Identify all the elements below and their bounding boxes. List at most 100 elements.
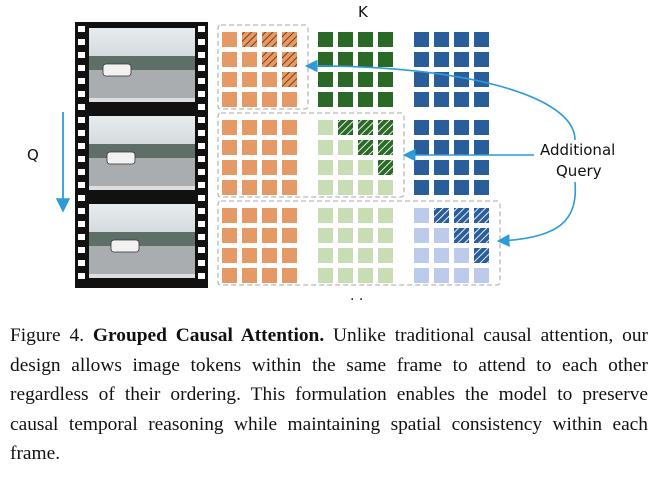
token-cell <box>474 32 489 47</box>
film-sprocket-hole <box>78 247 85 253</box>
film-sprocket-hole <box>198 156 205 162</box>
frame-dash-line <box>89 274 195 278</box>
token-cell <box>242 208 257 223</box>
token-cell <box>434 208 449 223</box>
token-cell <box>262 140 277 155</box>
token-cell <box>262 208 277 223</box>
token-cell <box>242 32 257 47</box>
token-cell <box>454 228 469 243</box>
token-cell <box>282 72 297 87</box>
token-cell <box>318 32 333 47</box>
token-cell <box>378 268 393 283</box>
caption-title: Grouped Causal Attention. <box>92 325 325 346</box>
token-cell <box>434 92 449 107</box>
film-sprocket-hole <box>78 273 85 279</box>
token-cell <box>454 208 469 223</box>
token-cell <box>262 92 277 107</box>
token-cell <box>338 92 353 107</box>
token-cell <box>338 140 353 155</box>
token-cell <box>434 248 449 263</box>
token-cell <box>242 248 257 263</box>
film-sprocket-hole <box>78 52 85 58</box>
token-cell <box>282 228 297 243</box>
token-cell <box>474 92 489 107</box>
token-cell <box>262 52 277 67</box>
token-cell <box>414 120 429 135</box>
token-cell <box>222 248 237 263</box>
continuation-dots: . . <box>350 288 363 300</box>
token-cell <box>378 52 393 67</box>
film-sprocket-hole <box>198 208 205 214</box>
token-cell <box>474 120 489 135</box>
token-cell <box>242 140 257 155</box>
token-cell <box>434 268 449 283</box>
token-cell <box>454 120 469 135</box>
token-cell <box>378 32 393 47</box>
token-cell <box>474 268 489 283</box>
token-cell <box>358 228 373 243</box>
token-cell <box>222 228 237 243</box>
token-cell <box>474 228 489 243</box>
additional-query-arrow-bottom <box>496 181 577 247</box>
frame-track <box>89 158 195 190</box>
film-sprocket-hole <box>78 169 85 175</box>
token-cell <box>378 160 393 175</box>
token-cell <box>318 208 333 223</box>
token-cell <box>454 180 469 195</box>
film-sprocket-hole <box>198 169 205 175</box>
token-cell <box>474 140 489 155</box>
token-cell <box>414 72 429 87</box>
token-cell <box>282 248 297 263</box>
film-sprocket-hole <box>78 182 85 188</box>
film-strip <box>75 22 208 288</box>
token-cell <box>358 268 373 283</box>
token-cell <box>318 140 333 155</box>
token-cell <box>338 208 353 223</box>
token-cell <box>338 268 353 283</box>
frame-car <box>106 151 136 165</box>
token-cell <box>282 52 297 67</box>
token-cell <box>222 140 237 155</box>
film-sprocket-hole <box>78 104 85 110</box>
token-cell <box>474 180 489 195</box>
film-sprocket-hole <box>78 260 85 266</box>
token-cell <box>242 160 257 175</box>
video-frame-3 <box>89 204 195 278</box>
token-cell <box>242 120 257 135</box>
token-cell <box>378 208 393 223</box>
token-cell <box>242 180 257 195</box>
token-cell <box>222 72 237 87</box>
token-cell <box>414 208 429 223</box>
token-cell <box>338 72 353 87</box>
token-cell <box>222 92 237 107</box>
token-cell <box>338 160 353 175</box>
token-cell <box>318 52 333 67</box>
token-cell <box>262 248 277 263</box>
token-cell <box>318 248 333 263</box>
token-cell <box>262 32 277 47</box>
token-cell <box>318 160 333 175</box>
film-sprocket-hole <box>198 182 205 188</box>
film-sprocket-hole <box>198 143 205 149</box>
token-cell <box>282 268 297 283</box>
token-cell <box>474 52 489 67</box>
causal-mask-region-2 <box>217 112 405 198</box>
token-cell <box>414 228 429 243</box>
token-cell <box>358 140 373 155</box>
film-sprocket-hole <box>198 39 205 45</box>
film-sprocket-hole <box>78 39 85 45</box>
token-cell <box>414 32 429 47</box>
token-cell <box>414 52 429 67</box>
token-cell <box>434 180 449 195</box>
token-cell <box>474 248 489 263</box>
token-cell <box>378 180 393 195</box>
token-cell <box>282 160 297 175</box>
film-sprocket-hole <box>198 260 205 266</box>
token-cell <box>414 160 429 175</box>
film-sprocket-hole <box>198 273 205 279</box>
token-cell <box>282 120 297 135</box>
video-frame-1 <box>89 28 195 102</box>
token-cell <box>474 160 489 175</box>
token-cell <box>474 72 489 87</box>
token-cell <box>222 120 237 135</box>
